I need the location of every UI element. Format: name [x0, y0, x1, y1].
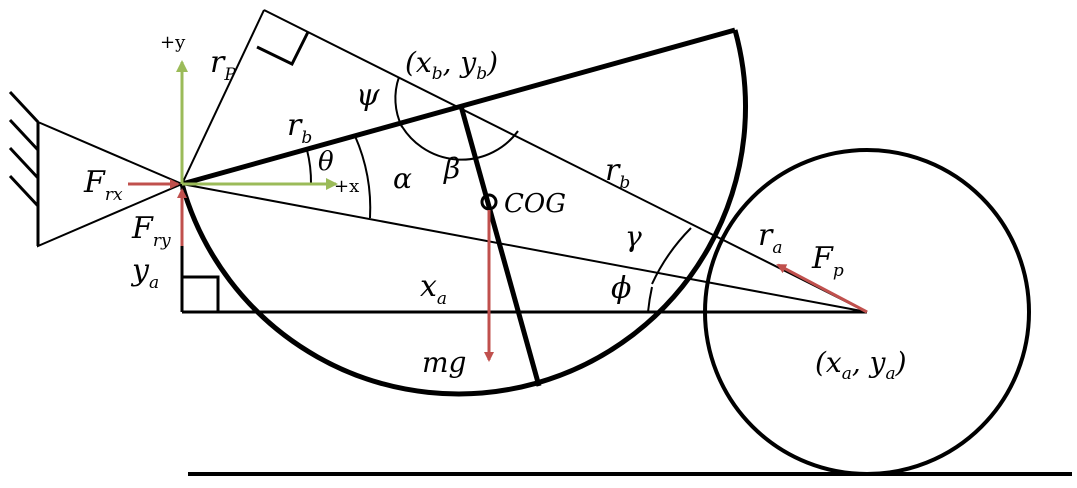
label-rb-left: rb	[287, 108, 312, 148]
label-xb-yb: (xb, yb)	[405, 46, 498, 84]
wall-hatch	[8, 90, 40, 246]
arc-alpha	[354, 135, 372, 219]
label-xa-ya: (xa, ya)	[815, 346, 907, 384]
arc-psi	[394, 76, 403, 128]
body-arc	[179, 29, 748, 397]
body-radius-line	[458, 105, 542, 387]
right-angle-top	[256, 31, 310, 66]
label-xa: xa	[420, 269, 447, 309]
line-rp	[181, 9, 265, 185]
force-fp-arrow	[776, 263, 868, 314]
pivot-support	[37, 120, 185, 248]
label-mg: mg	[422, 346, 466, 379]
label-gamma: γ	[625, 220, 642, 253]
label-plus-y: +y	[160, 32, 186, 53]
arc-gamma	[651, 227, 692, 285]
label-fry: Fry	[131, 211, 171, 251]
label-ya: ya	[130, 253, 159, 293]
arc-theta	[306, 149, 313, 185]
label-psi: ψ	[356, 78, 380, 113]
line-pivot-to-wheel	[181, 183, 868, 313]
label-theta: θ	[318, 147, 334, 177]
arc-phi	[647, 286, 653, 313]
label-phi: ϕ	[611, 271, 631, 306]
line-top-to-wheel	[263, 9, 868, 313]
label-rp: rP	[210, 45, 236, 85]
label-plus-x: +x	[334, 176, 359, 197]
cog-marker	[480, 193, 498, 211]
label-alpha: α	[393, 162, 412, 195]
label-cog: COG	[504, 189, 566, 219]
label-fp: Fp	[811, 241, 844, 281]
arc-beta	[399, 122, 519, 161]
label-beta: β	[443, 152, 460, 185]
label-rb-right: rb	[605, 153, 630, 193]
label-frx: Frx	[83, 165, 123, 205]
right-angle-bottom	[182, 275, 220, 312]
label-ra: ra	[758, 218, 782, 258]
